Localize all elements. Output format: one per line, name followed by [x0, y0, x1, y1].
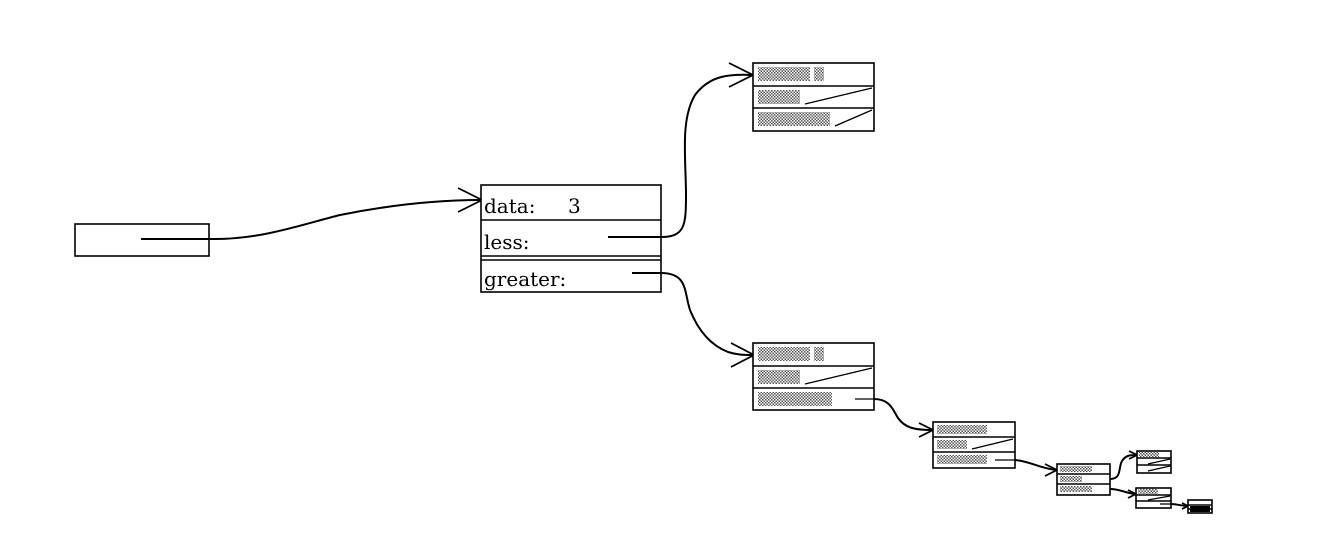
null-pointer-slash: [1147, 465, 1171, 472]
null-pointer-slash: [1147, 458, 1171, 465]
null-pointer-slash: [804, 87, 873, 105]
greyed-text: [937, 440, 967, 449]
greyed-text: [758, 392, 832, 406]
greyed-text: [758, 347, 810, 361]
greyed-text: [758, 90, 800, 104]
greyed-text: [758, 370, 800, 384]
node-field-data: data: 3: [484, 194, 581, 218]
greater-pointer-line: [1109, 488, 1136, 495]
collapsed-node-level3: [932, 421, 1016, 469]
null-pointer-slash: [804, 367, 873, 385]
greyed-text: [937, 425, 987, 434]
root-pointer-line: [208, 199, 481, 241]
field-label-less: less:: [484, 230, 530, 254]
greater-pointer-line: [660, 272, 753, 356]
tree-node-root: data: 3 less: greater:: [480, 184, 662, 293]
greyed-text: [937, 455, 987, 464]
greyed-text: [1139, 452, 1159, 457]
collapsed-node-level4: [1056, 463, 1111, 496]
node-field-greater: greater:: [484, 267, 661, 291]
greyed-text: [758, 67, 810, 81]
collapsed-node-less: [752, 62, 875, 132]
greyed-text: [1060, 476, 1082, 482]
less-pointer-line: [1109, 454, 1138, 480]
null-pointer-slash: [834, 109, 873, 127]
node-field-less: less:: [484, 230, 661, 254]
collapsed-node-level5-less: [1136, 450, 1172, 474]
greyed-text: [1060, 486, 1092, 492]
greater-pointer-line: [1014, 459, 1057, 471]
root-pointer-box: [74, 223, 210, 257]
collapsed-node-level6: [1187, 499, 1213, 514]
greyed-text: [758, 112, 830, 126]
greater-pointer-line: [873, 398, 933, 431]
greyed-text: [1060, 466, 1092, 472]
greyed-text: [1138, 489, 1158, 494]
less-pointer-line: [660, 73, 753, 238]
greyed-text: [814, 347, 824, 361]
null-pointer-slash: [971, 438, 1014, 450]
greyed-text: [814, 67, 824, 81]
greyed-text: [1190, 506, 1210, 512]
collapsed-node-greater: [752, 342, 875, 411]
field-label-data: data:: [484, 194, 535, 218]
field-label-greater: greater:: [484, 267, 566, 291]
field-value-data: 3: [568, 194, 581, 218]
collapsed-node-level5-greater: [1135, 487, 1172, 509]
null-pointer-slash: [1147, 495, 1171, 501]
